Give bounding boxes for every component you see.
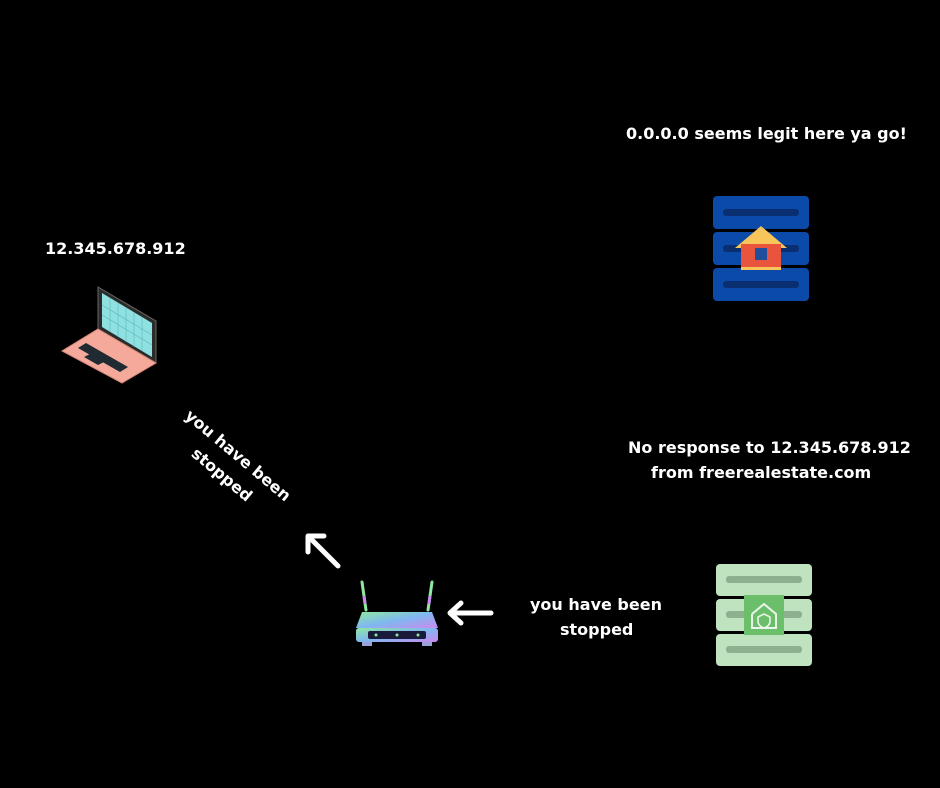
legit-server-message-line1: No response to 12.345.678.912 — [628, 438, 911, 457]
arrow-up-left-icon — [305, 533, 341, 569]
laptop-icon — [60, 286, 157, 384]
router-icon — [356, 580, 438, 646]
router-incoming-line1: you have been — [530, 595, 662, 614]
router-incoming-line2: stopped — [560, 620, 634, 639]
malicious-server-message: 0.0.0.0 seems legit here ya go! — [626, 124, 907, 143]
server-green-shield-house-icon — [716, 564, 812, 666]
legit-server-message-line2: from freerealestate.com — [651, 463, 872, 482]
arrow-left-icon — [447, 600, 494, 626]
server-red-house-icon — [713, 196, 809, 301]
client-ip-label: 12.345.678.912 — [45, 239, 186, 258]
